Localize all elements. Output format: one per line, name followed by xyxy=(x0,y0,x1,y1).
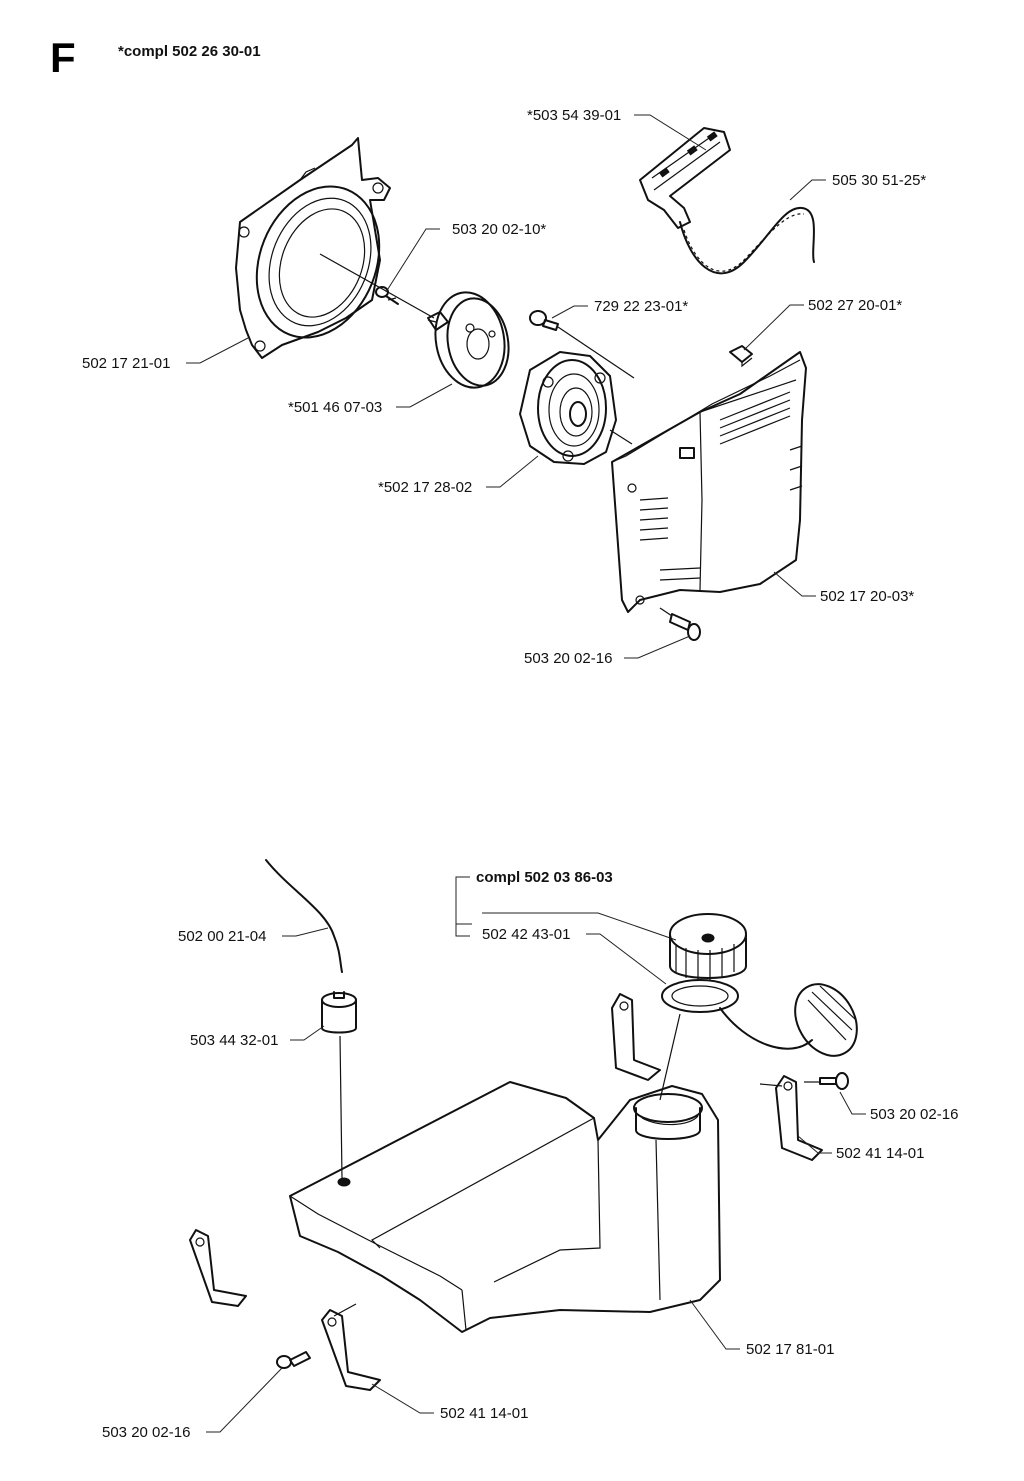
label-503-20-02-16-right: 503 20 02-16 xyxy=(870,1106,958,1123)
label-503-20-02-16-top: 503 20 02-16 xyxy=(524,650,612,667)
cover-vents xyxy=(639,391,803,581)
starter-rope xyxy=(679,206,815,275)
label-503-44-32-01: 503 44 32-01 xyxy=(190,1032,278,1049)
label-505-30-51-25: 505 30 51-25* xyxy=(832,172,926,189)
starter-pulley xyxy=(427,291,510,389)
screw-503-20-02-16-right xyxy=(804,1072,849,1090)
label-503-20-02-10: 503 20 02-10* xyxy=(452,221,546,238)
screw-503-20-02-16-top xyxy=(659,607,701,641)
screw-729-22-23-01 xyxy=(529,310,635,379)
bracket-upper xyxy=(611,993,661,1081)
section-letter: F xyxy=(50,34,76,81)
fuel-cap xyxy=(661,913,747,1013)
starter-cover xyxy=(611,351,807,613)
starter-handle xyxy=(639,127,731,229)
top-assembly-label: *compl 502 26 30-01 xyxy=(118,43,261,60)
label-501-46-07-03: *501 46 07-03 xyxy=(288,399,382,416)
fuel-hose xyxy=(265,859,343,973)
label-502-42-43-01: 502 42 43-01 xyxy=(482,926,570,943)
fan-housing xyxy=(235,137,435,359)
fuel-tank xyxy=(289,1013,721,1333)
bracket-right xyxy=(759,1075,823,1161)
cap-retainer xyxy=(719,983,858,1057)
label-503-54-39-01: *503 54 39-01 xyxy=(527,107,621,124)
spring-cassette xyxy=(519,351,633,465)
label-503-20-02-16-lower: 503 20 02-16 xyxy=(102,1424,190,1441)
label-729-22-23-01: 729 22 23-01* xyxy=(594,298,688,315)
label-502-17-20-03: 502 17 20-03* xyxy=(820,588,914,605)
fuel-filter xyxy=(321,991,357,1179)
screw-503-20-02-16-lower xyxy=(276,1351,311,1369)
nut-502-27-20-01 xyxy=(729,345,753,368)
label-502-27-20-01: 502 27 20-01* xyxy=(808,297,902,314)
label-502-17-21-01: 502 17 21-01 xyxy=(82,355,170,372)
label-502-17-81-01: 502 17 81-01 xyxy=(746,1341,834,1358)
screw-503-20-02-10 xyxy=(375,286,399,305)
label-502-41-14-01-lower: 502 41 14-01 xyxy=(440,1405,528,1422)
label-502-41-14-01-right: 502 41 14-01 xyxy=(836,1145,924,1162)
tank-assembly-label: compl 502 03 86-03 xyxy=(476,869,613,886)
bracket-lower-left xyxy=(189,1229,247,1307)
label-502-17-28-02: *502 17 28-02 xyxy=(378,479,472,496)
label-502-00-21-04: 502 00 21-04 xyxy=(178,928,266,945)
bracket-lower xyxy=(321,1303,381,1391)
